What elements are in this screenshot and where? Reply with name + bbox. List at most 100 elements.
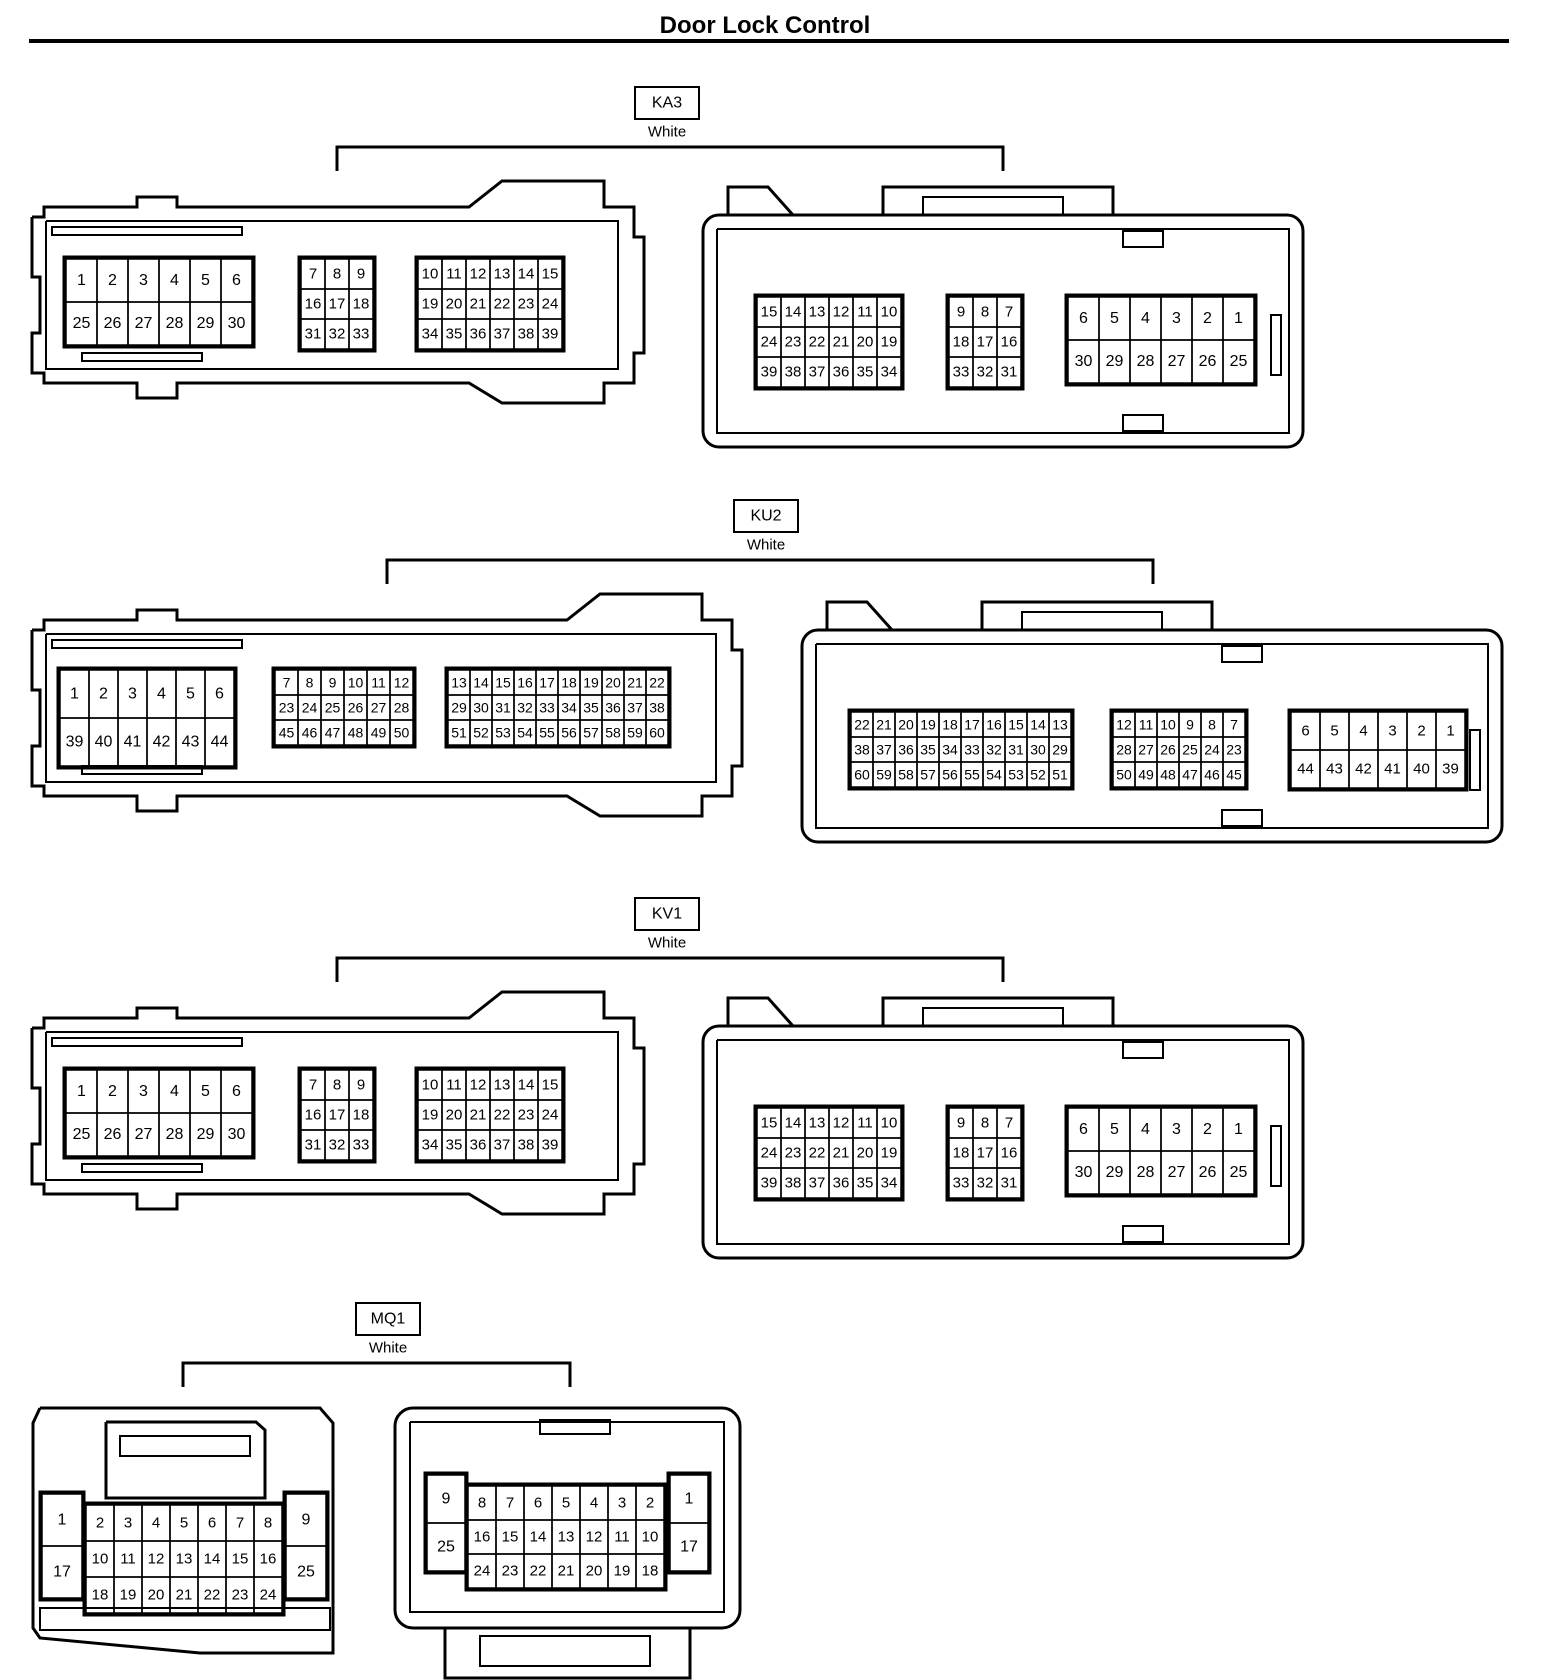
pin-cell: 17: [669, 1522, 709, 1572]
pin-label: 8: [981, 1115, 989, 1132]
pin-cell: 7: [495, 1485, 525, 1521]
connector-right-view: [701, 996, 1305, 1260]
pin-label: 30: [228, 315, 246, 332]
lock-window: [119, 1435, 251, 1457]
pin-label: 39: [1442, 761, 1459, 778]
pin-label: 38: [518, 1137, 535, 1154]
lock-lever: [922, 1007, 1064, 1027]
lock-lever: [980, 600, 1214, 632]
pin-label: 18: [92, 1587, 109, 1604]
pin-label: 30: [473, 700, 489, 716]
pin-label: 46: [302, 725, 318, 741]
pin-label: 35: [920, 742, 936, 758]
pin-label: 53: [1008, 767, 1024, 783]
pin-label: 52: [473, 725, 489, 741]
pin-label: 3: [1172, 1121, 1181, 1138]
pin-outline: [876, 1167, 902, 1199]
pin-label: 27: [135, 315, 153, 332]
pin-label: 10: [1160, 717, 1176, 733]
pin-cell: 60: [850, 761, 874, 788]
pin-cell: 2: [96, 258, 129, 303]
pin-cell: 9: [948, 1107, 974, 1139]
pin-label: 11: [120, 1551, 136, 1568]
pin-label: 4: [157, 686, 166, 703]
pin-label: 14: [1030, 717, 1046, 733]
pin-label: 11: [371, 675, 386, 691]
pin-label: 8: [333, 1077, 341, 1094]
pin-cell: 6: [523, 1485, 553, 1521]
pin-label: 21: [833, 334, 850, 351]
pin-cell: 27: [1134, 736, 1158, 763]
pin-cell: 18: [938, 711, 962, 738]
pin-outline: [996, 356, 1022, 388]
pin-label: 54: [517, 725, 533, 741]
pin-label: 15: [761, 304, 778, 321]
pin-label: 4: [1359, 723, 1367, 740]
pin-label: 30: [1075, 353, 1093, 370]
pin-label: 35: [446, 326, 463, 343]
pin-cell: 13: [489, 258, 515, 290]
pin-cell: 22: [804, 326, 830, 358]
cavity-block: [282, 1490, 330, 1602]
pin-cell: 31: [300, 1129, 326, 1161]
pin-cell: 33: [535, 694, 559, 721]
cavity-block: [464, 1482, 668, 1592]
housing-outline: [800, 628, 1504, 844]
pin-cell: 58: [894, 761, 918, 788]
pin-label: 27: [1168, 353, 1186, 370]
pin-cell: 6: [1290, 711, 1321, 751]
pin-cell: 7: [300, 1069, 326, 1101]
pin-label: 24: [761, 334, 778, 351]
pin-label: 26: [104, 315, 122, 332]
pin-cell: 26: [96, 1112, 129, 1157]
pin-cell: 12: [389, 669, 414, 696]
pin-cell: 9: [285, 1493, 327, 1547]
pin-cell: 6: [220, 258, 253, 303]
pin-cell: 9: [426, 1474, 466, 1524]
pin-label: 36: [833, 1175, 850, 1192]
pin-cell: 3: [127, 1069, 160, 1114]
pin-label: 32: [517, 700, 533, 716]
pin-cell: 2: [635, 1485, 665, 1521]
pin-cell: 2: [85, 1504, 115, 1542]
pin-outline: [220, 1112, 253, 1157]
pin-cell: 20: [852, 326, 878, 358]
pin-cell: 8: [324, 1069, 350, 1101]
pin-outline: [635, 1553, 665, 1589]
pin-cell: 39: [59, 717, 90, 767]
pin-cell: 35: [441, 318, 467, 350]
housing-outline: [393, 1406, 742, 1630]
pin-label: 29: [1106, 1164, 1124, 1181]
pin-label: 12: [586, 1529, 603, 1546]
pin-label: 19: [422, 1107, 439, 1124]
housing-inner: [716, 1039, 1290, 1245]
pin-label: 9: [957, 1115, 965, 1132]
pin-label: 14: [204, 1551, 221, 1568]
pin-cell: 2: [88, 669, 119, 719]
pin-cell: 7: [1222, 711, 1246, 738]
pin-label: 1: [77, 272, 86, 289]
pin-cell: 37: [804, 356, 830, 388]
pin-label: 5: [1110, 310, 1119, 327]
pin-label: 3: [1172, 310, 1181, 327]
pin-label: 9: [442, 1491, 451, 1508]
pin-outline: [645, 719, 669, 746]
pin-cell: 54: [982, 761, 1006, 788]
pin-cell: 8: [972, 296, 998, 328]
pin-label: 1: [685, 1491, 694, 1508]
pin-cell: 5: [1098, 296, 1131, 341]
pin-label: 38: [785, 1175, 802, 1192]
pin-label: 60: [854, 767, 870, 783]
pin-label: 21: [627, 675, 643, 691]
housing-outline: [31, 1406, 335, 1655]
pin-label: 10: [881, 304, 898, 321]
pin-cell: 25: [285, 1545, 327, 1599]
pin-label: 26: [348, 700, 364, 716]
cavity-block: [1109, 708, 1249, 791]
pin-cell: 36: [894, 736, 918, 763]
pin-cell: 24: [297, 694, 322, 721]
pin-cell: 32: [324, 1129, 350, 1161]
pin-cell: 4: [146, 669, 177, 719]
pin-cell: 26: [1191, 339, 1224, 384]
cavity-block: [62, 1066, 256, 1160]
